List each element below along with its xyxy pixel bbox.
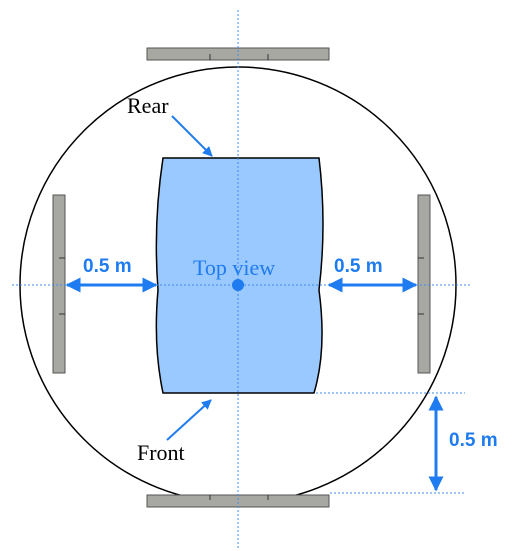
center-point: [232, 279, 244, 291]
front-pointer-arrow: [166, 399, 212, 441]
front-distance-label: 0.5 m: [449, 430, 498, 451]
vehicle-body: [155, 157, 324, 394]
front-label: Front: [137, 440, 185, 465]
rear-label: Rear: [127, 93, 169, 118]
left-distance-label: 0.5 m: [83, 256, 132, 277]
rear-pointer-arrow: [171, 115, 213, 157]
right-distance-label: 0.5 m: [334, 256, 383, 277]
right-panel: [417, 194, 431, 374]
left-panel: [52, 194, 66, 374]
bottom-panel: [146, 494, 330, 508]
top-view-label: Top view: [193, 255, 275, 280]
